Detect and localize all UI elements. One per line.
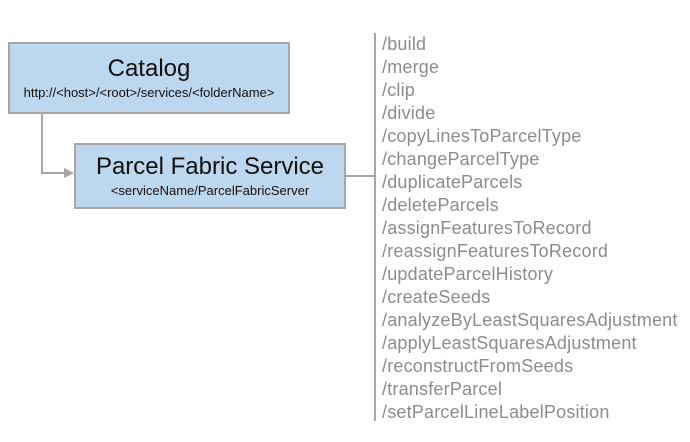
endpoint-list: /build/merge/clip/divide/copyLinesToParc… xyxy=(382,33,678,424)
endpoint-item: /clip xyxy=(382,80,416,100)
parcel-fabric-service-node: Parcel Fabric Service <serviceName/Parce… xyxy=(74,143,346,209)
endpoint-item: /updateParcelHistory xyxy=(382,264,554,284)
catalog-node: Catalog http://<host>/<root>/services/<f… xyxy=(8,42,290,114)
endpoint-divider-line xyxy=(374,33,376,421)
endpoint-item: /applyLeastSquaresAdjustment xyxy=(382,333,637,353)
endpoint-item: /assignFeaturesToRecord xyxy=(382,218,592,238)
connector-elbow-horizontal xyxy=(41,172,66,174)
endpoint-item: /build xyxy=(382,34,427,54)
connector-elbow-vertical xyxy=(41,114,43,174)
endpoint-item: /reconstructFromSeeds xyxy=(382,356,574,376)
service-url: <serviceName/ParcelFabricServer xyxy=(110,183,310,199)
endpoint-item: /setParcelLineLabelPosition xyxy=(382,402,610,422)
endpoint-item: /transferParcel xyxy=(382,379,503,399)
endpoint-item: /merge xyxy=(382,57,440,77)
endpoint-item: /createSeeds xyxy=(382,287,491,307)
arrowhead-icon xyxy=(64,168,74,178)
endpoint-item: /deleteParcels xyxy=(382,195,499,215)
catalog-url: http://<host>/<root>/services/<folderNam… xyxy=(23,85,275,101)
endpoint-item: /divide xyxy=(382,103,436,123)
connector-service-to-list xyxy=(346,175,374,177)
endpoint-item: /changeParcelType xyxy=(382,149,540,169)
service-title: Parcel Fabric Service xyxy=(95,152,325,180)
endpoint-item: /duplicateParcels xyxy=(382,172,523,192)
endpoint-item: /analyzeByLeastSquaresAdjustment xyxy=(382,310,678,330)
catalog-title: Catalog xyxy=(107,54,191,82)
endpoint-item: /reassignFeaturesToRecord xyxy=(382,241,609,261)
endpoint-item: /copyLinesToParcelType xyxy=(382,126,582,146)
